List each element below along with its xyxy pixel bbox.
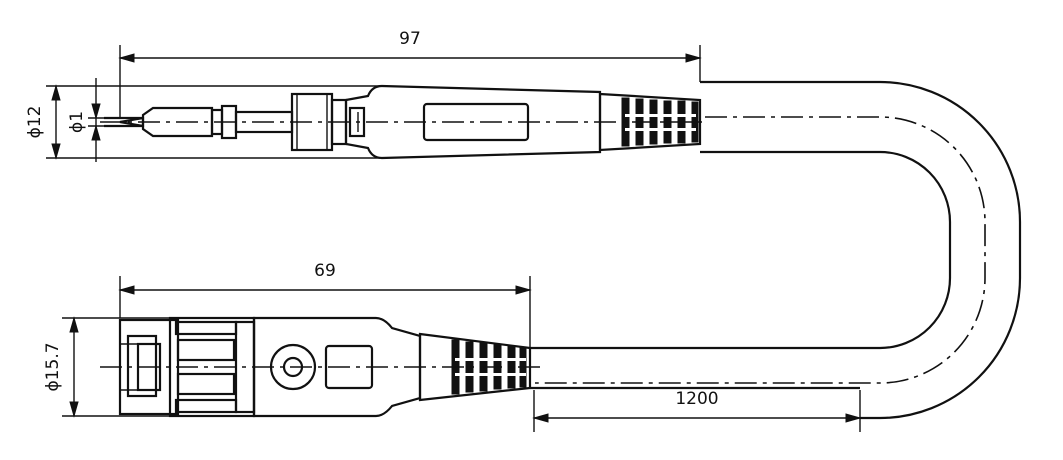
dimension-probe-diameter: ϕ12 [25, 84, 380, 160]
tip-diameter-label: ϕ1 [67, 111, 87, 133]
dimension-plug-length: 69 [118, 261, 532, 348]
dimension-plug-diameter: ϕ15.7 [43, 316, 170, 418]
plug-diameter-label: ϕ15.7 [43, 342, 63, 391]
banana-plug [100, 316, 540, 418]
test-probe [100, 84, 705, 160]
dimension-tip-diameter: ϕ1 [67, 78, 120, 162]
probe-length-label: 97 [399, 29, 421, 49]
probe-diameter-label: ϕ12 [25, 106, 45, 139]
dimension-probe-length: 97 [118, 29, 702, 118]
cable [530, 80, 1022, 420]
plug-length-label: 69 [314, 261, 336, 281]
dimension-cable-length: 1200 [532, 389, 862, 432]
cable-length-label: 1200 [675, 389, 718, 409]
